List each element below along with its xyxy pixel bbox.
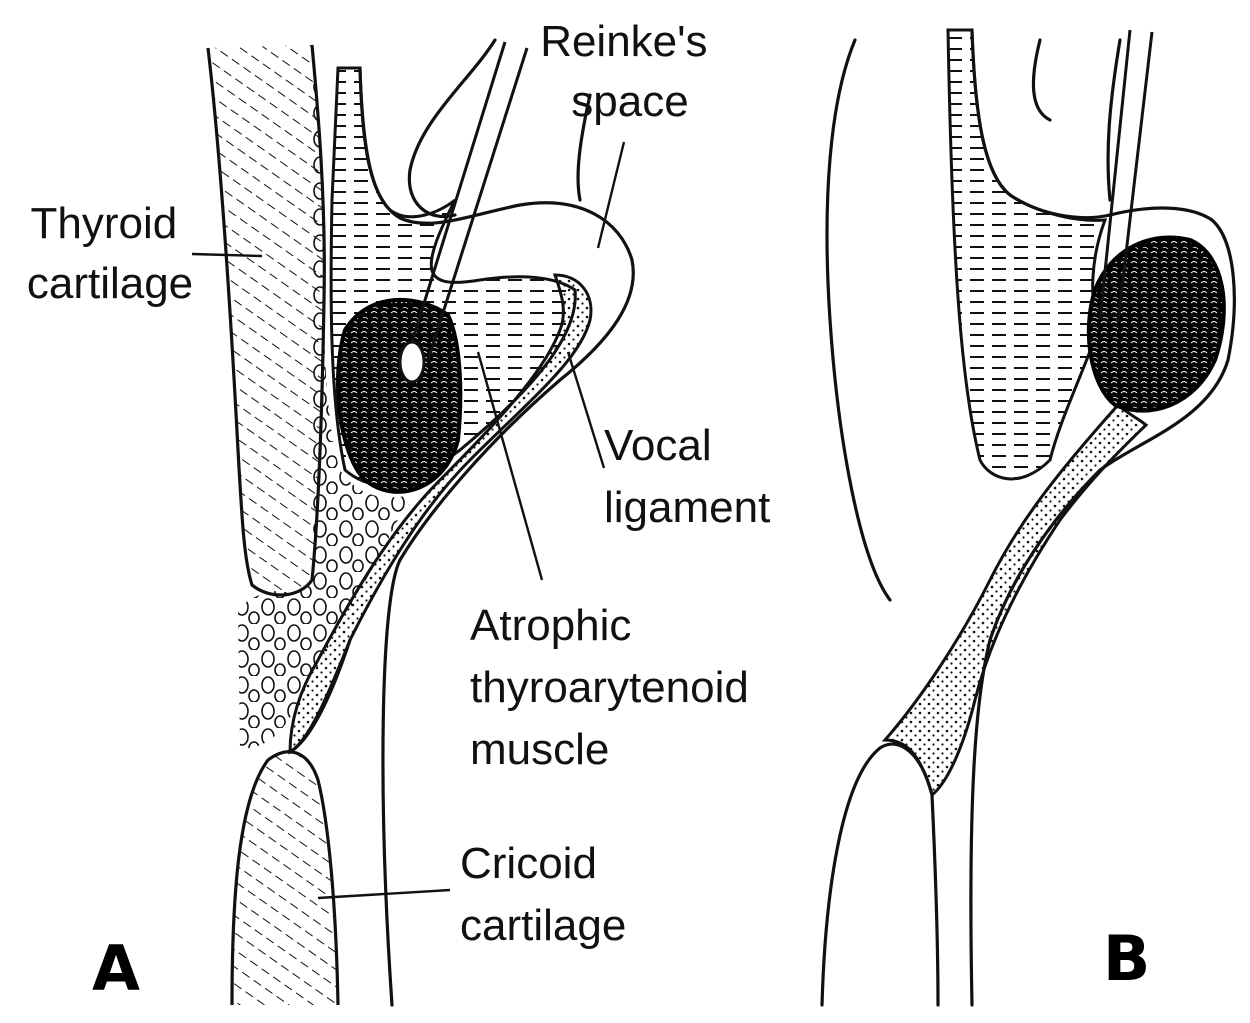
vocal-fold-outline-b [971,30,1234,1005]
injected-implant-b [1089,237,1224,410]
thyroid-cartilage-shape [208,45,324,595]
label-cricoid-cartilage: Cricoid cartilage [460,839,626,950]
cricoid-outline-b [822,744,938,1005]
panel-letter-b: B [1103,922,1150,995]
muscle-shape-b [948,30,1105,479]
injected-implant-a [338,300,460,492]
label-vocal-ligament: Vocal ligament [604,421,770,532]
panel-letter-a: A [92,932,140,1005]
leader-reinke [598,142,624,248]
leader-vocal-ligament [568,352,604,468]
airway-right-b [1033,40,1050,120]
label-atrophic-thyroarytenoid-muscle: Atrophic thyroarytenoid muscle [470,601,761,774]
label-thyroid-cartilage: Thyroid cartilage [27,199,193,308]
cricoid-cartilage-shape [232,752,338,1005]
leader-cricoid [318,890,450,898]
outer-wall-b [827,40,890,600]
label-reinkes-space: Reinke's space [540,17,720,126]
panel-b [822,30,1234,1005]
